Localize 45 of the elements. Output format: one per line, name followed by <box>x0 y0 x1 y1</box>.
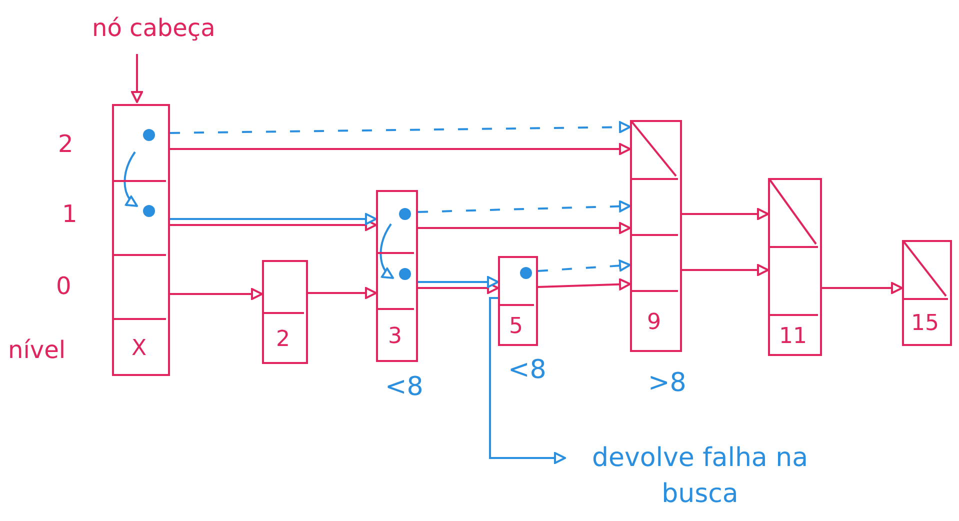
key-value: 11 <box>768 316 818 356</box>
skip-list-tower <box>630 120 682 352</box>
arrow <box>170 213 377 225</box>
level-label: 2 <box>58 130 74 158</box>
key-value: 3 <box>376 310 414 362</box>
comparison-note: <8 <box>385 372 424 402</box>
comparison-note: <8 <box>508 355 546 385</box>
key-value: 9 <box>630 292 678 352</box>
arrow <box>170 219 377 231</box>
arrow <box>170 143 631 155</box>
arrow <box>131 54 143 103</box>
arrow <box>418 276 499 288</box>
key-value: X <box>112 320 166 376</box>
skip-list-tower <box>376 190 418 362</box>
skip-list-tower <box>112 104 170 376</box>
level-label: 0 <box>56 272 72 300</box>
arrow <box>418 282 499 294</box>
skip-list-tower <box>768 178 822 356</box>
null-pointer-cell <box>902 240 948 300</box>
dashed-arrow <box>170 121 631 134</box>
arrow <box>682 208 769 220</box>
arrow <box>124 151 138 207</box>
annotation-text: devolve falha na busca <box>565 440 835 520</box>
comparison-note: >8 <box>648 368 686 398</box>
key-value: 15 <box>902 300 948 346</box>
annotation-text: nó cabeça <box>92 14 292 54</box>
arrow <box>380 223 394 279</box>
null-pointer-cell <box>768 178 818 248</box>
arrow <box>538 278 631 290</box>
level-label: nível <box>8 336 66 364</box>
dashed-arrow <box>538 260 631 272</box>
arrow <box>308 287 377 299</box>
key-value: 2 <box>262 314 304 364</box>
skip-list-tower <box>498 256 538 346</box>
level-label: 1 <box>62 200 78 228</box>
skip-list-tower <box>902 240 952 346</box>
skip-list-tower <box>262 260 308 364</box>
null-pointer-cell <box>630 120 678 180</box>
key-value: 5 <box>498 306 534 346</box>
arrow <box>489 297 566 464</box>
arrow <box>822 282 903 294</box>
dashed-arrow <box>418 200 631 213</box>
arrow <box>170 288 263 300</box>
arrow <box>682 264 769 276</box>
arrow <box>418 222 631 234</box>
